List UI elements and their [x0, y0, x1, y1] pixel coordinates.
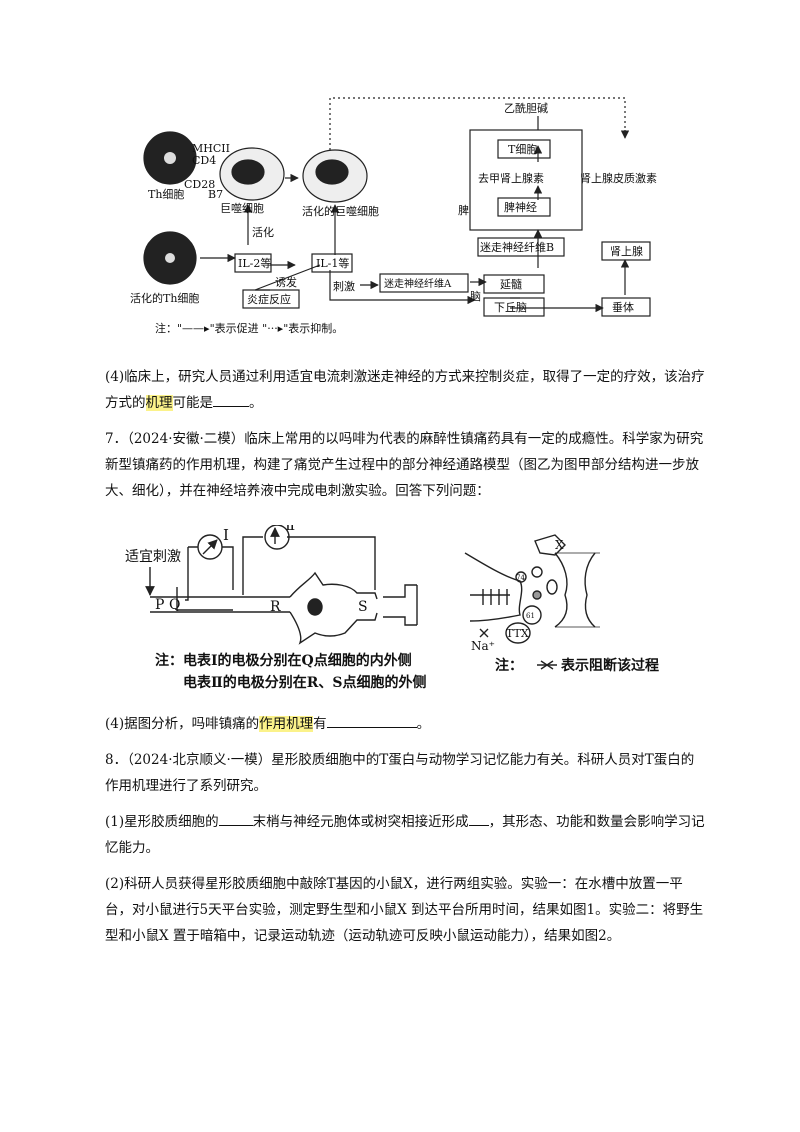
q-label: Q	[169, 597, 180, 613]
q6-end: 。	[249, 395, 263, 411]
q7-q4-pre: (4)据图分析，吗啡镇痛的	[105, 716, 260, 732]
q8-p1-c: ，其形态、功能和数量会影响学习记忆能力。	[105, 814, 705, 856]
t-cell-label: T细胞	[508, 143, 537, 156]
adrenal-label: 肾上腺	[610, 244, 643, 258]
q8-blank-2[interactable]	[468, 811, 489, 826]
immune-neural-diagram: MHCII CD4 CD28 B7 Th细胞 巨噬细胞 活化的巨噬细胞 活化 活…	[130, 97, 657, 335]
stimulate-label: 刺激	[333, 279, 355, 293]
q6-part4: (4)临床上，研究人员通过利用适宜电流刺激迷走神经的方式来控制炎症，取得了一定的…	[105, 364, 705, 416]
q7-intro: 7．（2024·安徽·二模）临床上常用的以吗啡为代表的麻醉性镇痛药具有一定的成瘾…	[105, 431, 704, 499]
receptor-74: 74	[516, 574, 525, 582]
r-label: R	[270, 599, 281, 615]
q8-part1: (1)星形胶质细胞的 末梢与神经元胞体或树突相接近形成，其形态、功能和数量会影响学…	[105, 809, 705, 861]
cd28-label: CD28	[184, 178, 215, 191]
cortical-hormone-label: 肾上腺皮质激素	[580, 171, 657, 185]
stimulus-label: 适宜刺激	[125, 548, 181, 565]
q8-p1-b: 末梢与神经元胞体或树突相接近形成	[252, 814, 469, 830]
figure1-note: 注："——▸"表示促进 "···▸"表示抑制。	[155, 321, 343, 335]
inflammation-label: 炎症反应	[247, 292, 291, 306]
q6-answer-blank[interactable]	[213, 392, 249, 407]
note2: 电表Ⅱ的电极分别在R、S点细胞的外侧	[183, 674, 427, 691]
q6-text: (4)临床上，研究人员通过利用适宜电流刺激迷走神经的方式来控制炎症，取得了一定的…	[105, 369, 705, 411]
q7-answer-blank[interactable]	[326, 713, 417, 728]
hypothalamus-label: 下丘脑	[494, 301, 527, 314]
induce-label: 诱发	[275, 275, 297, 289]
na-label: Na⁺	[471, 639, 495, 653]
meter2-label: Ⅱ	[285, 525, 295, 534]
receptor-61: 61	[526, 612, 535, 620]
medulla-label: 延髓	[500, 278, 522, 291]
ttx-label: TTX	[506, 627, 529, 640]
q6-highlight: 机理	[145, 395, 173, 411]
neural-pathway-diagram: 适宜刺激 Ⅰ Ⅱ P Q R S 注：电表Ⅰ的电极分别在Q点细胞的内外侧 电表Ⅱ…	[125, 525, 659, 691]
b7-label: B7	[208, 188, 223, 201]
macrophage-label: 巨噬细胞	[220, 201, 264, 215]
q7-q4-tail: 有	[313, 716, 327, 732]
brain-label: 脑	[470, 290, 481, 303]
q8-p1-a: (1)星形胶质细胞的	[105, 814, 219, 830]
spleen-label: 脾	[458, 203, 469, 217]
activated-th-label: 活化的Th细胞	[130, 291, 199, 305]
il2-label: IL-2等	[238, 256, 271, 270]
meter1-label: Ⅰ	[223, 526, 229, 544]
cd4-label: CD4	[192, 154, 216, 167]
q8-part2: (2)科研人员获得星形胶质细胞中敲除T基因的小鼠X，进行两组实验。实验一：在水槽…	[105, 876, 704, 944]
spleen-nerve-label: 脾神经	[504, 200, 537, 214]
vagus-a-label: 迷走神经纤维A	[384, 277, 452, 290]
pituitary-label: 垂体	[612, 300, 634, 314]
q7-q4-highlight: 作用机理	[259, 716, 314, 732]
q6-tail: 可能是	[172, 395, 214, 411]
mhc-label: MHCII	[192, 142, 230, 155]
il1-label: IL-1等	[316, 256, 349, 270]
p-label: P	[155, 597, 164, 613]
s-label: S	[358, 599, 368, 615]
acetylcholine-label: 乙酰胆碱	[504, 101, 548, 115]
q8-intro: 8．（2024·北京顺义·一模）星形胶质细胞中的T蛋白与动物学习记忆能力有关。科…	[105, 752, 695, 794]
q7-q4-end: 。	[416, 716, 431, 732]
q7-part4: (4)据图分析，吗啡镇痛的作用机理有 。	[105, 711, 705, 737]
q8-blank-1[interactable]	[218, 811, 253, 826]
x-label: X	[555, 538, 564, 552]
activate-label: 活化	[252, 225, 274, 239]
activated-macrophage-label: 活化的巨噬细胞	[302, 204, 379, 218]
note1: 注：电表Ⅰ的电极分别在Q点细胞的内外侧	[155, 652, 412, 669]
norepinephrine-label: 去甲肾上腺素	[478, 171, 544, 185]
note3: 注：	[495, 657, 523, 674]
note3b: 表示阻断该过程	[560, 657, 659, 674]
th-cell-label: Th细胞	[148, 188, 184, 201]
vagus-b-label: 迷走神经纤维B	[480, 240, 554, 254]
